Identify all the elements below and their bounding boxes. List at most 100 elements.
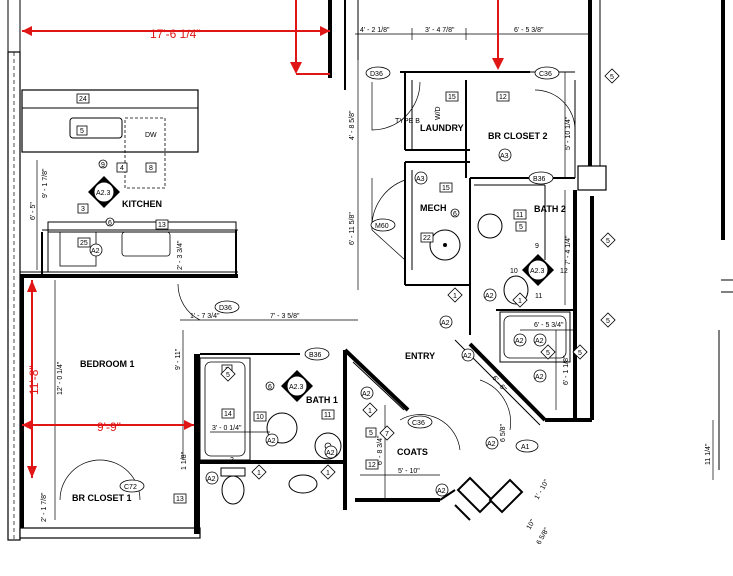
svg-text:6: 6: [453, 211, 457, 218]
door-tag-c72: C72: [124, 484, 137, 491]
svg-text:11: 11: [516, 212, 523, 219]
door-tag-b36-bath2: B36: [533, 176, 546, 183]
svg-text:5: 5: [606, 238, 610, 245]
dim-small-1: 1 1/8": [181, 451, 188, 470]
dim-kit-v3: 2' - 3 3/4": [177, 240, 184, 270]
svg-text:15: 15: [448, 94, 456, 101]
dim-a1-d2: 1' - 10": [534, 478, 551, 501]
svg-text:10: 10: [256, 414, 264, 421]
svg-text:1: 1: [518, 298, 522, 305]
keynotes: 24 5 DW 9 4 8 3 6 25 13 15 12 TYPE B W/D…: [76, 91, 568, 504]
dim-bed-h1: 1' - 7 3/4": [190, 313, 220, 320]
svg-text:W/D: W/D: [435, 106, 442, 120]
door-tag-b36-bath1: B36: [309, 352, 322, 359]
svg-text:11: 11: [535, 293, 542, 300]
section-mark-kitchen: A2.3: [88, 176, 120, 208]
svg-text:A2: A2: [207, 476, 216, 483]
svg-text:12: 12: [499, 94, 507, 101]
svg-text:5: 5: [226, 372, 230, 379]
dimension-lines: [36, 28, 714, 520]
svg-text:8: 8: [149, 165, 153, 172]
section-marks: A2.3 A2.3 A2.3: [88, 176, 554, 402]
svg-text:A2: A2: [437, 488, 446, 495]
svg-text:A2.3: A2.3: [289, 384, 304, 391]
section-mark-bath2: A2.3: [522, 254, 554, 286]
svg-text:A2: A2: [515, 338, 524, 345]
svg-text:6: 6: [268, 384, 272, 391]
svg-text:A2: A2: [535, 338, 544, 345]
svg-text:5: 5: [546, 350, 550, 357]
svg-text:25: 25: [80, 240, 88, 247]
svg-text:9: 9: [535, 243, 539, 250]
svg-text:10: 10: [510, 268, 518, 275]
svg-text:A2: A2: [487, 441, 496, 448]
door-tag-c36-coats: C36: [412, 420, 425, 427]
dim-closet1-v: 2' - 1 7/8": [41, 492, 48, 522]
walls: [7, 0, 733, 541]
room-labels: KITCHEN LAUNDRY BR CLOSET 2 MECH BATH 2 …: [72, 123, 566, 503]
room-label-mech: MECH: [420, 203, 447, 213]
dim-a1-d: 6 5/8": [500, 423, 507, 442]
dim-top2: 3' - 4 7/8": [425, 27, 455, 34]
svg-text:5: 5: [80, 128, 84, 135]
svg-text:A2: A2: [267, 438, 276, 445]
svg-text:A2: A2: [485, 293, 494, 300]
door-tags: D36 C36 B36 M60 D36 B36 C36 C72 A1: [119, 66, 560, 493]
svg-text:6: 6: [108, 220, 112, 227]
dim-bath2-v: 7' - 4 1/4": [565, 235, 572, 265]
svg-text:9: 9: [101, 162, 105, 169]
dim-r-side: 11 1/4": [705, 443, 712, 465]
dim-laundry-v: 4' - 8 5/8": [349, 110, 356, 140]
svg-text:A2: A2: [91, 248, 100, 255]
door-swings: [59, 81, 576, 505]
room-label-bath-2: BATH 2: [534, 204, 566, 214]
dim-top1: 4' - 2 1/8": [360, 27, 390, 34]
red-dimensions: 17'-6 1/4" 11'-8" 9'-9": [22, 0, 504, 478]
room-label-br-closet-1: BR CLOSET 1: [72, 493, 132, 503]
svg-text:12: 12: [560, 268, 568, 275]
svg-text:22: 22: [423, 235, 431, 242]
svg-text:5: 5: [606, 318, 610, 325]
svg-text:A2.3: A2.3: [530, 268, 545, 275]
dim-coats-w: 5' - 10": [398, 468, 420, 475]
svg-text:A3: A3: [500, 153, 509, 160]
room-label-bedroom-1: BEDROOM 1: [80, 359, 135, 369]
dim-bath1-w: 3' - 0 1/4": [212, 425, 242, 432]
dim-mech-v: 6' - 11 5/8": [349, 212, 356, 245]
svg-text:24: 24: [79, 96, 87, 103]
section-mark-bath1: A2.3: [281, 370, 313, 402]
dim-kit-v2: 6' - 5": [30, 202, 37, 220]
svg-text:DW: DW: [145, 132, 157, 139]
svg-text:TYPE B: TYPE B: [395, 118, 420, 125]
dim-bed-v1: 12' - 0 1/4": [57, 361, 64, 395]
svg-text:13: 13: [176, 496, 184, 503]
room-label-entry: ENTRY: [405, 351, 435, 361]
fixture-tags: A2 A2 A2 A2 A2 A2 A2 A2 A2 A2 A2 A2 A2: [89, 243, 547, 497]
room-label-kitchen: KITCHEN: [122, 199, 162, 209]
dim-kit-v1: 9' - 1 7/8": [42, 168, 49, 198]
svg-text:A2.3: A2.3: [96, 190, 111, 197]
svg-text:A2: A2: [326, 450, 335, 457]
svg-text:4: 4: [120, 165, 124, 172]
svg-text:1: 1: [368, 408, 372, 415]
door-tag-d36-bed: D36: [219, 305, 232, 312]
svg-text:7: 7: [385, 431, 389, 438]
svg-text:5: 5: [578, 350, 582, 357]
svg-text:12: 12: [368, 462, 376, 469]
dim-coats-v: 6' - 8 3/4": [377, 435, 384, 465]
svg-text:A2: A2: [535, 374, 544, 381]
svg-text:A2: A2: [463, 353, 472, 360]
door-tag-a1: A1: [521, 444, 530, 451]
svg-text:13: 13: [158, 222, 166, 229]
svg-text:11: 11: [324, 412, 331, 419]
svg-text:A2: A2: [362, 391, 371, 398]
dim-closet2-v: 5' - 10 1/4": [565, 116, 572, 150]
svg-text:1: 1: [257, 470, 261, 477]
dim-bed-h2: 7' - 3 5/8": [270, 313, 300, 320]
dim-bath2-v2: 6' - 1 1/8": [563, 355, 570, 385]
dim-a1-d3: 10": [526, 518, 537, 531]
door-tag-d36-top: D36: [370, 71, 383, 78]
room-label-br-closet-2: BR CLOSET 2: [488, 131, 548, 141]
svg-text:2: 2: [230, 457, 234, 464]
